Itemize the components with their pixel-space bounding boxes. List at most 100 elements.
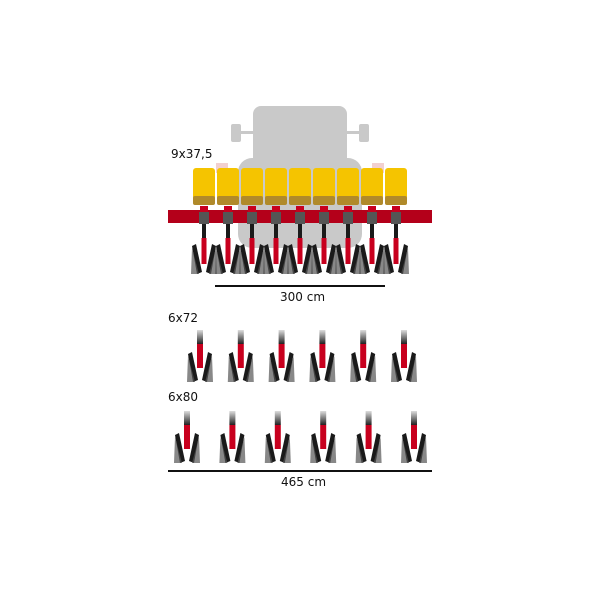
row-unit <box>191 168 217 274</box>
seed-hopper <box>241 168 263 200</box>
row-unit <box>391 330 417 382</box>
disc-shadow-left <box>268 356 277 382</box>
unit-bracket <box>319 212 329 224</box>
seed-tube <box>249 238 255 264</box>
seed-tube <box>225 238 231 264</box>
width-label-465: 465 cm <box>281 475 327 489</box>
disc-shadow-right <box>377 248 385 274</box>
hopper-base <box>265 196 287 205</box>
seed-tube <box>229 425 236 449</box>
seed-tube <box>274 425 281 449</box>
disc-left <box>269 352 280 382</box>
row-unit <box>215 168 241 274</box>
row-unit <box>311 168 337 274</box>
hopper-base <box>337 196 359 205</box>
hopper-base <box>313 196 335 205</box>
disc-left <box>356 433 367 463</box>
disc-left <box>240 244 250 274</box>
disc-shadow-right <box>209 248 217 274</box>
disc-shadow-right <box>368 356 377 382</box>
disc-shadow-right <box>401 248 409 274</box>
seed-hopper <box>193 168 215 200</box>
row-unit <box>310 411 337 463</box>
disc-right <box>365 352 376 382</box>
disc-shadow-right <box>281 248 289 274</box>
disc-left <box>360 244 370 274</box>
row-unit <box>219 411 246 463</box>
disc-left <box>175 433 185 463</box>
disc-right <box>406 352 416 382</box>
shank <box>197 330 203 344</box>
disc-shadow-left <box>391 356 399 382</box>
seed-tube <box>320 425 327 449</box>
disc-right <box>350 244 360 274</box>
disc-right <box>278 244 288 274</box>
row-unit <box>350 330 377 382</box>
disc-right <box>283 352 294 382</box>
disc-shadow-right <box>409 356 417 382</box>
disc-shadow-left <box>383 248 391 274</box>
disc-right <box>398 244 408 274</box>
disc-shadow-left <box>350 356 359 382</box>
hopper-outlet <box>344 206 352 212</box>
shank <box>237 330 244 344</box>
seed-tube <box>401 344 407 368</box>
disc-shadow-left <box>263 248 271 274</box>
disc-shadow-left <box>310 437 319 463</box>
disc-left <box>288 244 298 274</box>
hopper-base <box>361 196 383 205</box>
disc-right <box>302 244 312 274</box>
row-units-6x72 <box>187 330 417 382</box>
disc-right <box>202 352 212 382</box>
disc-shadow-right <box>419 437 427 463</box>
disc-left <box>336 244 346 274</box>
hopper-outlet <box>224 206 232 212</box>
seed-tube <box>273 238 279 264</box>
shank <box>319 330 326 344</box>
hopper-outlet <box>296 206 304 212</box>
disc-right <box>206 244 216 274</box>
seed-tube <box>345 238 351 264</box>
hopper-base <box>385 196 407 205</box>
disc-left <box>228 352 239 382</box>
disc-shadow-right <box>237 437 246 463</box>
disc-left <box>264 244 274 274</box>
disc-shadow-left <box>309 356 318 382</box>
seed-hopper <box>337 168 359 200</box>
disc-shadow-left <box>355 437 364 463</box>
shank <box>278 330 285 344</box>
disc-shadow-right <box>257 248 265 274</box>
disc-shadow-left <box>359 248 367 274</box>
disc-shadow-left <box>239 248 247 274</box>
unit-bracket <box>271 212 281 224</box>
seed-hopper <box>313 168 335 200</box>
disc-right <box>230 244 240 274</box>
shank <box>184 411 190 425</box>
unit-bracket <box>223 212 233 224</box>
disc-right <box>234 433 245 463</box>
disc-shadow-left <box>187 356 195 382</box>
unit-arm <box>202 224 206 240</box>
disc-shadow-left <box>219 437 228 463</box>
disc-right <box>370 433 381 463</box>
disc-left <box>310 352 321 382</box>
disc-right <box>326 244 336 274</box>
row-units-6x80 <box>174 411 427 463</box>
shank <box>401 330 407 344</box>
hopper-outlet <box>368 206 376 212</box>
unit-arm <box>322 224 326 240</box>
seed-tube <box>360 344 367 368</box>
hopper-base <box>241 196 263 205</box>
unit-bracket <box>343 212 353 224</box>
seed-hopper <box>265 168 287 200</box>
seed-tube <box>237 344 244 368</box>
config-label-6x80: 6x80 <box>168 390 199 404</box>
seed-hopper <box>217 168 239 200</box>
unit-arm <box>298 224 302 240</box>
disc-left <box>216 244 226 274</box>
unit-arm <box>346 224 350 240</box>
disc-shadow-right <box>192 437 200 463</box>
unit-bracket <box>367 212 377 224</box>
row-unit <box>268 330 295 382</box>
